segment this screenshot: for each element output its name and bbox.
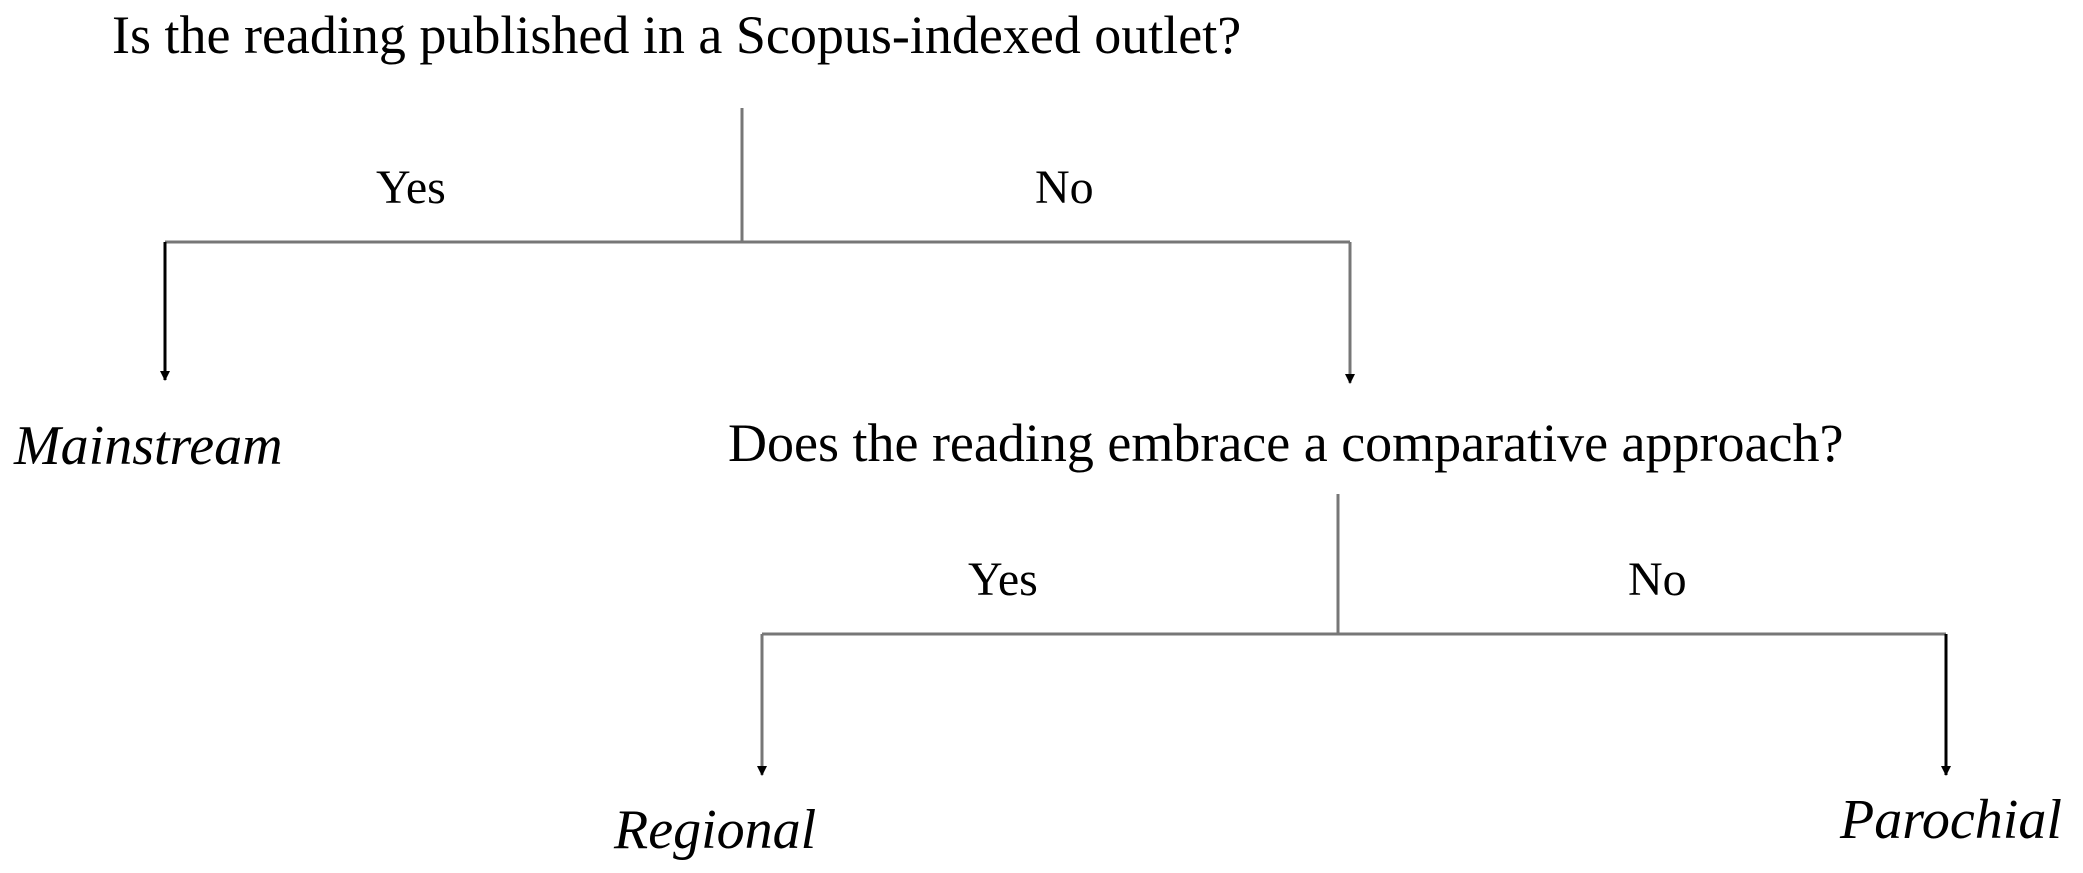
- q1-yes-label: Yes: [376, 161, 446, 214]
- leaf-mainstream: Mainstream: [14, 415, 283, 477]
- leaf-parochial: Parochial: [1840, 789, 2062, 851]
- q2-no-label: No: [1628, 553, 1687, 606]
- q2-yes-label: Yes: [968, 553, 1038, 606]
- question-comparative-approach: Does the reading embrace a comparative a…: [728, 413, 1844, 473]
- leaf-regional: Regional: [614, 799, 817, 861]
- q1-no-label: No: [1035, 161, 1094, 214]
- question-scopus-indexed: Is the reading published in a Scopus-ind…: [112, 5, 1242, 65]
